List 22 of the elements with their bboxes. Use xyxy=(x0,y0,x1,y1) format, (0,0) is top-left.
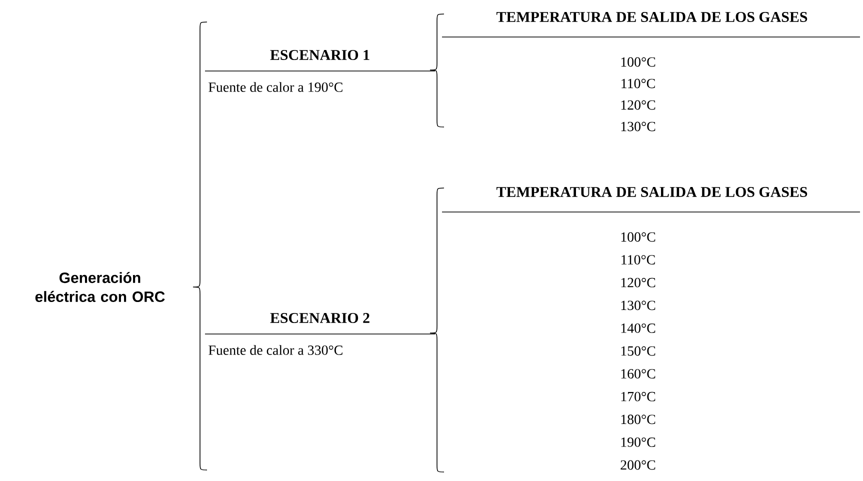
label: 110°C xyxy=(622,78,655,88)
label: 140°C xyxy=(621,323,656,333)
heading: ESCENARIO 1 xyxy=(270,50,370,60)
label: 120°C xyxy=(621,278,656,288)
heading: TEMPERATURA DE SALIDA DE LOS GASES xyxy=(496,12,808,22)
label: 170°C xyxy=(621,392,656,402)
label: 120°C xyxy=(621,100,656,110)
label: 110°C xyxy=(622,255,655,264)
label: Generación eléctrica con ORC xyxy=(35,272,165,302)
label: 200°C xyxy=(620,460,656,470)
label: 180°C xyxy=(621,414,656,424)
label: Fuente de calor a 190°C xyxy=(208,82,342,92)
label: 160°C xyxy=(621,369,656,378)
label: 130°C xyxy=(621,300,656,310)
label: 150°C xyxy=(621,346,656,356)
label: Fuente de calor a 330°C xyxy=(208,345,342,355)
label: 190°C xyxy=(621,437,656,447)
heading: ESCENARIO 2 xyxy=(270,312,370,323)
heading: TEMPERATURA DE SALIDA DE LOS GASES xyxy=(496,186,808,197)
label: 100°C xyxy=(621,57,656,67)
label: 130°C xyxy=(621,122,656,132)
label: 100°C xyxy=(621,232,656,242)
